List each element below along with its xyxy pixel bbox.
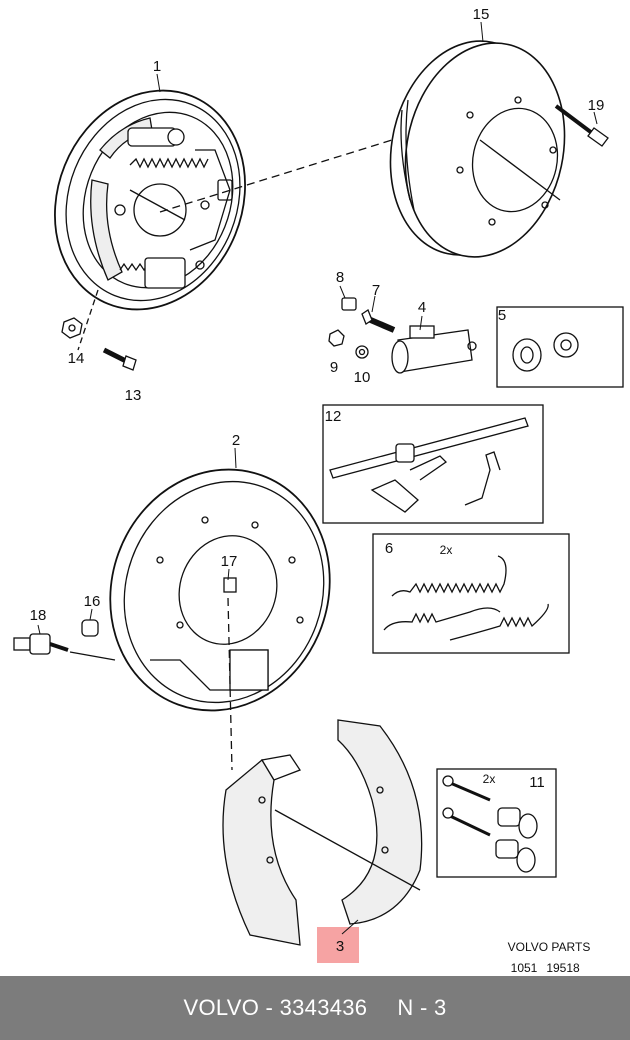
callout-3: 3 <box>336 938 344 955</box>
callout-12: 12 <box>325 408 342 425</box>
callout-17: 17 <box>221 553 238 570</box>
brand-line2a: 1051 <box>511 961 538 975</box>
wheel-bolt <box>554 104 609 147</box>
callout-4: 4 <box>418 299 426 316</box>
footer-bar: VOLVO - 3343436 N - 3 <box>0 976 630 1040</box>
callout-leaders <box>37 21 598 935</box>
callout-14: 14 <box>68 350 85 367</box>
brake-parts-diagram: 1 2 3 4 5 6 7 8 9 10 11 12 13 14 15 16 1… <box>13 6 624 975</box>
brake-drum <box>389 40 566 258</box>
bleeder-cap <box>13 619 116 661</box>
callout-7: 7 <box>372 282 380 299</box>
callout-6: 6 <box>385 540 393 557</box>
axis-line-drum <box>159 139 393 213</box>
callout-13: 13 <box>125 387 142 404</box>
wheel-cylinder-group <box>328 297 477 374</box>
brand-line1: VOLVO PARTS <box>508 940 591 954</box>
callout-16: 16 <box>84 593 101 610</box>
backing-plate <box>109 468 331 771</box>
footer-ref: N - 3 <box>397 995 447 1020</box>
callout-2: 2 <box>232 432 240 449</box>
brand-line2b: 19518 <box>546 961 580 975</box>
hold-down-kit-box <box>436 768 557 878</box>
callout-8: 8 <box>336 269 344 286</box>
callout-10: 10 <box>354 369 371 386</box>
callout-9: 9 <box>330 359 338 376</box>
seal-kit-box <box>496 306 624 388</box>
footer-brand-part: VOLVO - 3343436 <box>183 995 368 1020</box>
callout-11: 11 <box>529 774 545 791</box>
brake-shoes <box>222 719 423 946</box>
callout-18: 18 <box>30 607 47 624</box>
callout-3-highlight <box>317 927 359 963</box>
callout-1: 1 <box>153 58 161 75</box>
callout-numbers: 1 2 3 4 5 6 7 8 9 10 11 12 13 14 15 16 1… <box>30 6 605 975</box>
brake-assembly <box>54 89 246 311</box>
callout-15: 15 <box>473 6 490 23</box>
qty-label-6: 2x <box>440 543 453 557</box>
qty-label-11: 2x <box>483 772 496 786</box>
springs-box <box>372 533 570 654</box>
callout-19: 19 <box>588 97 605 114</box>
adjuster-box <box>322 404 544 524</box>
callout-5: 5 <box>498 307 506 324</box>
nut-bolt-13-14 <box>61 289 137 371</box>
